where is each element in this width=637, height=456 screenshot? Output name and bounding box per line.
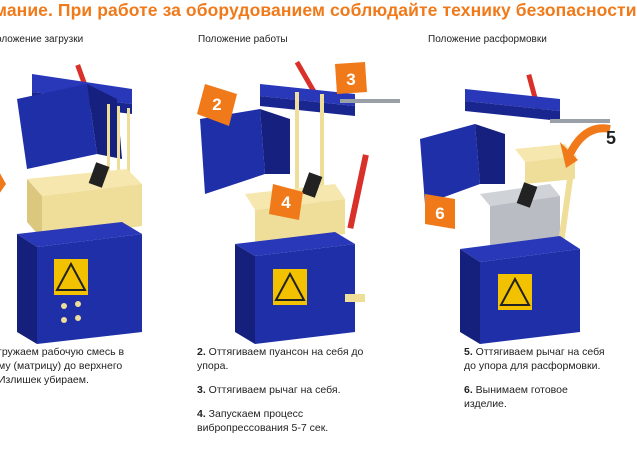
step-marker-5: 5 bbox=[606, 128, 616, 148]
step-marker-2: 2 bbox=[212, 95, 221, 114]
step-item: 2. Оттягиваем пуансон на себя до упора. bbox=[197, 345, 367, 373]
step-text: му (матрицу) до верхнего bbox=[0, 360, 123, 372]
step-text: Излишек убираем. bbox=[0, 374, 89, 386]
caption-demolding: Положение расформовки bbox=[428, 34, 547, 45]
step-text: Оттягиваем рычаг на себя. bbox=[205, 384, 341, 396]
safety-banner: мание. При работе за оборудованием соблю… bbox=[0, 0, 637, 20]
machine-loading-illustration bbox=[0, 44, 192, 344]
step-item: 5. Оттягиваем рычаг на себя до упора для… bbox=[464, 345, 610, 373]
step-item: 3. Оттягиваем рычаг на себя. bbox=[197, 383, 367, 397]
steps-demolding: 5. Оттягиваем рычаг на себя до упора для… bbox=[464, 345, 610, 421]
step-item: 6. Вынимаем готовое изделие. bbox=[464, 383, 610, 411]
machine-working-illustration: 2 3 4 bbox=[195, 44, 400, 344]
caption-working: Положение работы bbox=[198, 34, 288, 45]
step-marker-3: 3 bbox=[346, 70, 355, 89]
step-item: 4. Запускаем процесс вибропрессования 5-… bbox=[197, 407, 367, 435]
step-marker-6: 6 bbox=[435, 204, 444, 223]
step-text: Вынимаем готовое изделие. bbox=[464, 384, 568, 410]
step-text: Оттягиваем пуансон на себя до упора. bbox=[197, 346, 364, 372]
step-text: Запускаем процесс вибропрессования 5-7 с… bbox=[197, 408, 329, 434]
step-text: Оттягиваем рычаг на себя до упора для ра… bbox=[464, 346, 605, 372]
step-marker-4: 4 bbox=[281, 193, 291, 212]
step-number: 4. bbox=[197, 408, 206, 420]
step-text: гружаем рабочую смесь в bbox=[0, 346, 125, 358]
step-number: 2. bbox=[197, 346, 206, 358]
steps-working: 2. Оттягиваем пуансон на себя до упора. … bbox=[197, 345, 367, 445]
steps-loading: гружаем рабочую смесь в му (матрицу) до … bbox=[0, 345, 178, 387]
step-number: 3. bbox=[197, 384, 206, 396]
machine-demolding-illustration: 5 6 bbox=[420, 44, 620, 344]
caption-loading: оложение загрузки bbox=[0, 34, 84, 45]
step-number: 5. bbox=[464, 346, 473, 358]
step-number: 6. bbox=[464, 384, 473, 396]
